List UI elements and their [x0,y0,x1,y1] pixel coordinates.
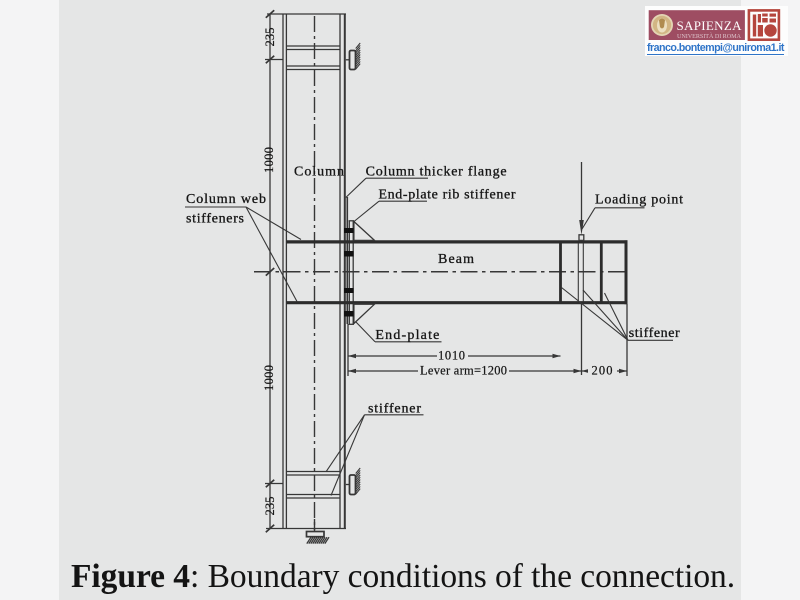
svg-text:End-plate rib stiffener: End-plate rib stiffener [379,188,516,203]
svg-text:SAPIENZA: SAPIENZA [677,18,743,33]
svg-text:End-plate: End-plate [375,328,439,343]
svg-text:Column web: Column web [186,192,266,207]
svg-text:Loading point: Loading point [595,193,683,208]
svg-text:235: 235 [263,497,277,516]
svg-text:200: 200 [592,364,613,378]
svg-text:1000: 1000 [262,147,276,173]
svg-text:stiffener: stiffener [629,326,680,341]
svg-text:stiffeners: stiffeners [186,212,244,227]
svg-text:1010: 1010 [438,349,465,363]
svg-text:1000: 1000 [262,365,276,391]
svg-text:stiffener: stiffener [368,402,421,417]
svg-text:Column: Column [294,165,344,180]
svg-text:Beam: Beam [438,252,474,267]
svg-text:Lever arm=1200: Lever arm=1200 [420,364,507,378]
svg-text:235: 235 [263,28,277,47]
svg-text:Column thicker flange: Column thicker flange [366,165,507,180]
svg-text:UNIVERSITÀ DI ROMA: UNIVERSITÀ DI ROMA [677,32,742,40]
